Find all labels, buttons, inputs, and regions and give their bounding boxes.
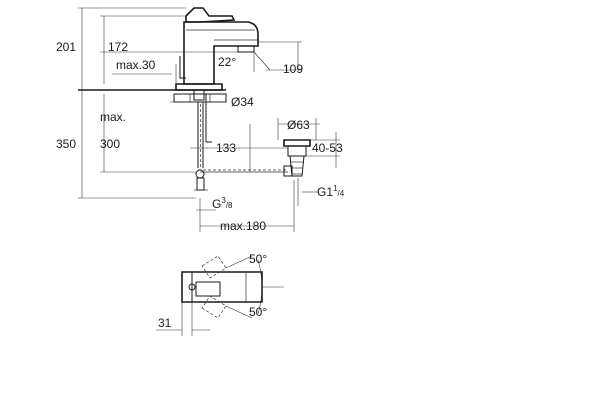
faucet-side-view: [78, 7, 288, 191]
dim-300: 300: [100, 137, 120, 151]
dim-172: 172: [108, 40, 128, 54]
dim-angle-50-top: 50°: [249, 252, 267, 266]
dim-350: 350: [56, 137, 76, 151]
dimension-labels: 201 172 max.30 22° 109 Ø34 max. 350 300 …: [56, 40, 345, 233]
dim-max-label: max.: [100, 110, 126, 124]
dim-40-53: 40-53: [312, 141, 343, 155]
dim-diameter-63: Ø63: [287, 118, 310, 132]
top-view-labels: 50° 50° 31: [158, 252, 267, 330]
dim-diameter-34: Ø34: [231, 95, 254, 109]
dim-angle-22: 22°: [218, 55, 236, 69]
dim-max-30: max.30: [116, 58, 156, 72]
popup-waste: [283, 139, 311, 177]
dim-201: 201: [56, 40, 76, 54]
dim-31: 31: [158, 316, 172, 330]
dim-max-180: max.180: [220, 219, 266, 233]
dim-133: 133: [216, 141, 236, 155]
top-view: [156, 255, 284, 336]
dimension-lines: [78, 7, 340, 232]
dim-109: 109: [283, 62, 303, 76]
dim-thread-g3-8: G3/8: [212, 196, 233, 211]
dim-angle-50-bottom: 50°: [249, 305, 267, 319]
dim-thread-g1-1-4: G11/4: [317, 184, 345, 199]
